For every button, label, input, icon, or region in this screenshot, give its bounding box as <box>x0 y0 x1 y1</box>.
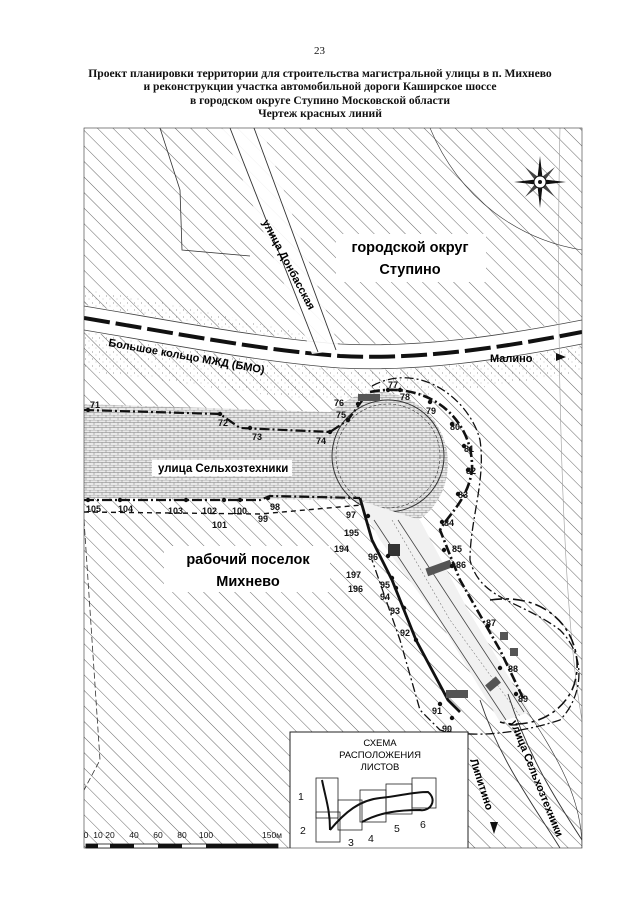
building <box>485 676 501 692</box>
svg-text:6: 6 <box>420 819 426 831</box>
svg-text:80: 80 <box>450 422 460 432</box>
boundary-line-south <box>84 504 363 515</box>
inset-sheets <box>315 777 437 843</box>
inset-title-1: СХЕМА <box>363 738 397 749</box>
selkhoztekhniki-street-label: улица Сельхозтехники <box>158 463 288 475</box>
svg-text:194: 194 <box>334 544 349 554</box>
scale-tick-0: 0 <box>84 830 89 840</box>
building <box>388 544 400 556</box>
title-line-4: Чертеж красных линий <box>258 107 382 121</box>
railway-edge-south <box>84 329 582 370</box>
direction-lipitino-arrow <box>490 822 498 834</box>
svg-text:81: 81 <box>464 444 474 454</box>
svg-text:97: 97 <box>346 510 356 520</box>
map-frame <box>83 127 583 849</box>
svg-text:77: 77 <box>388 380 398 390</box>
scale-tick-20: 20 <box>105 830 115 840</box>
svg-text:92: 92 <box>400 628 410 638</box>
svg-text:5: 5 <box>394 823 400 835</box>
svg-text:75: 75 <box>336 410 346 420</box>
svg-text:72: 72 <box>218 418 228 428</box>
svg-text:95: 95 <box>380 580 390 590</box>
building <box>446 690 468 698</box>
svg-text:102: 102 <box>202 506 217 516</box>
direction-malino-label: Малино <box>490 353 533 365</box>
svg-text:83: 83 <box>458 490 468 500</box>
inset-title-3: ЛИСТОВ <box>361 762 400 773</box>
svg-text:103: 103 <box>168 506 183 516</box>
svg-text:86: 86 <box>456 560 466 570</box>
inset-title-2: РАСПОЛОЖЕНИЯ <box>339 750 421 761</box>
map-body: городской округ Ступино рабочий поселок … <box>84 128 582 849</box>
settlement-label-line-1: рабочий поселок <box>186 552 310 568</box>
svg-text:96: 96 <box>368 552 378 562</box>
svg-text:79: 79 <box>426 406 436 416</box>
svg-text:101: 101 <box>212 520 227 530</box>
point-numbers: 71 72 73 74 75 76 77 78 79 80 81 82 83 8… <box>86 380 528 734</box>
point-markers <box>85 387 519 721</box>
svg-text:91: 91 <box>432 706 442 716</box>
svg-text:104: 104 <box>118 504 133 514</box>
district-label-line-2: Ступино <box>379 262 440 278</box>
svg-text:98: 98 <box>270 502 280 512</box>
settlement-label-line-2: Михнево <box>216 574 280 590</box>
svg-text:89: 89 <box>518 694 528 704</box>
red-line-north <box>84 397 365 434</box>
planning-boundary-east <box>489 598 578 725</box>
scale-bar: 0 10 20 40 60 80 100 150м <box>84 830 282 849</box>
scale-tick-80: 80 <box>177 830 187 840</box>
svg-text:196: 196 <box>348 584 363 594</box>
svg-text:73: 73 <box>252 432 262 442</box>
svg-text:84: 84 <box>444 518 454 528</box>
svg-text:93: 93 <box>390 606 400 616</box>
scale-tick-100: 100 <box>199 830 213 840</box>
district-label-line-1: городской округ <box>351 240 468 256</box>
svg-text:82: 82 <box>466 466 476 476</box>
scale-tick-60: 60 <box>153 830 163 840</box>
roundabout <box>331 399 445 513</box>
svg-text:4: 4 <box>368 833 374 845</box>
railway-line <box>84 316 582 359</box>
svg-text:74: 74 <box>316 436 326 446</box>
title-line-3: в городском округе Ступино Московской об… <box>189 93 451 107</box>
svg-text:195: 195 <box>344 528 359 538</box>
building <box>358 394 380 401</box>
title-line-1: Проект планировки территории для строите… <box>88 67 552 80</box>
railway-edge-north <box>84 305 582 346</box>
svg-text:3: 3 <box>348 837 354 849</box>
title-line-2: и реконструкции участка автомобильной до… <box>143 80 497 94</box>
inset-route <box>321 779 434 831</box>
direction-malino-arrow <box>556 353 566 361</box>
building <box>510 648 518 656</box>
svg-text:100: 100 <box>232 506 247 516</box>
red-line-south <box>84 494 361 502</box>
planning-boundary <box>371 377 580 735</box>
drawing-title: Проект планировки территории для строите… <box>40 67 600 121</box>
svg-text:197: 197 <box>346 570 361 580</box>
svg-text:76: 76 <box>334 398 344 408</box>
inset-sheet-numbers: 1 2 3 4 5 6 <box>298 791 426 849</box>
north-arrow-icon <box>514 156 566 208</box>
svg-text:1: 1 <box>298 791 304 803</box>
svg-text:78: 78 <box>400 392 410 402</box>
svg-text:71: 71 <box>90 400 100 410</box>
page-number: 23 <box>314 45 325 57</box>
donbasskaya-street <box>222 128 340 354</box>
svg-text:88: 88 <box>508 664 518 674</box>
svg-text:90: 90 <box>442 724 452 734</box>
building <box>500 632 508 640</box>
svg-text:2: 2 <box>300 825 306 837</box>
scale-tick-40: 40 <box>129 830 139 840</box>
svg-text:94: 94 <box>380 592 390 602</box>
svg-text:99: 99 <box>258 514 268 524</box>
svg-text:105: 105 <box>86 504 101 514</box>
building <box>425 559 453 577</box>
red-line-ne <box>369 388 526 701</box>
south-street-corridor <box>358 500 530 722</box>
scale-tick-10: 10 <box>93 830 103 840</box>
scale-end-label: 150м <box>262 830 282 840</box>
svg-text:87: 87 <box>486 618 496 628</box>
svg-text:85: 85 <box>452 544 462 554</box>
